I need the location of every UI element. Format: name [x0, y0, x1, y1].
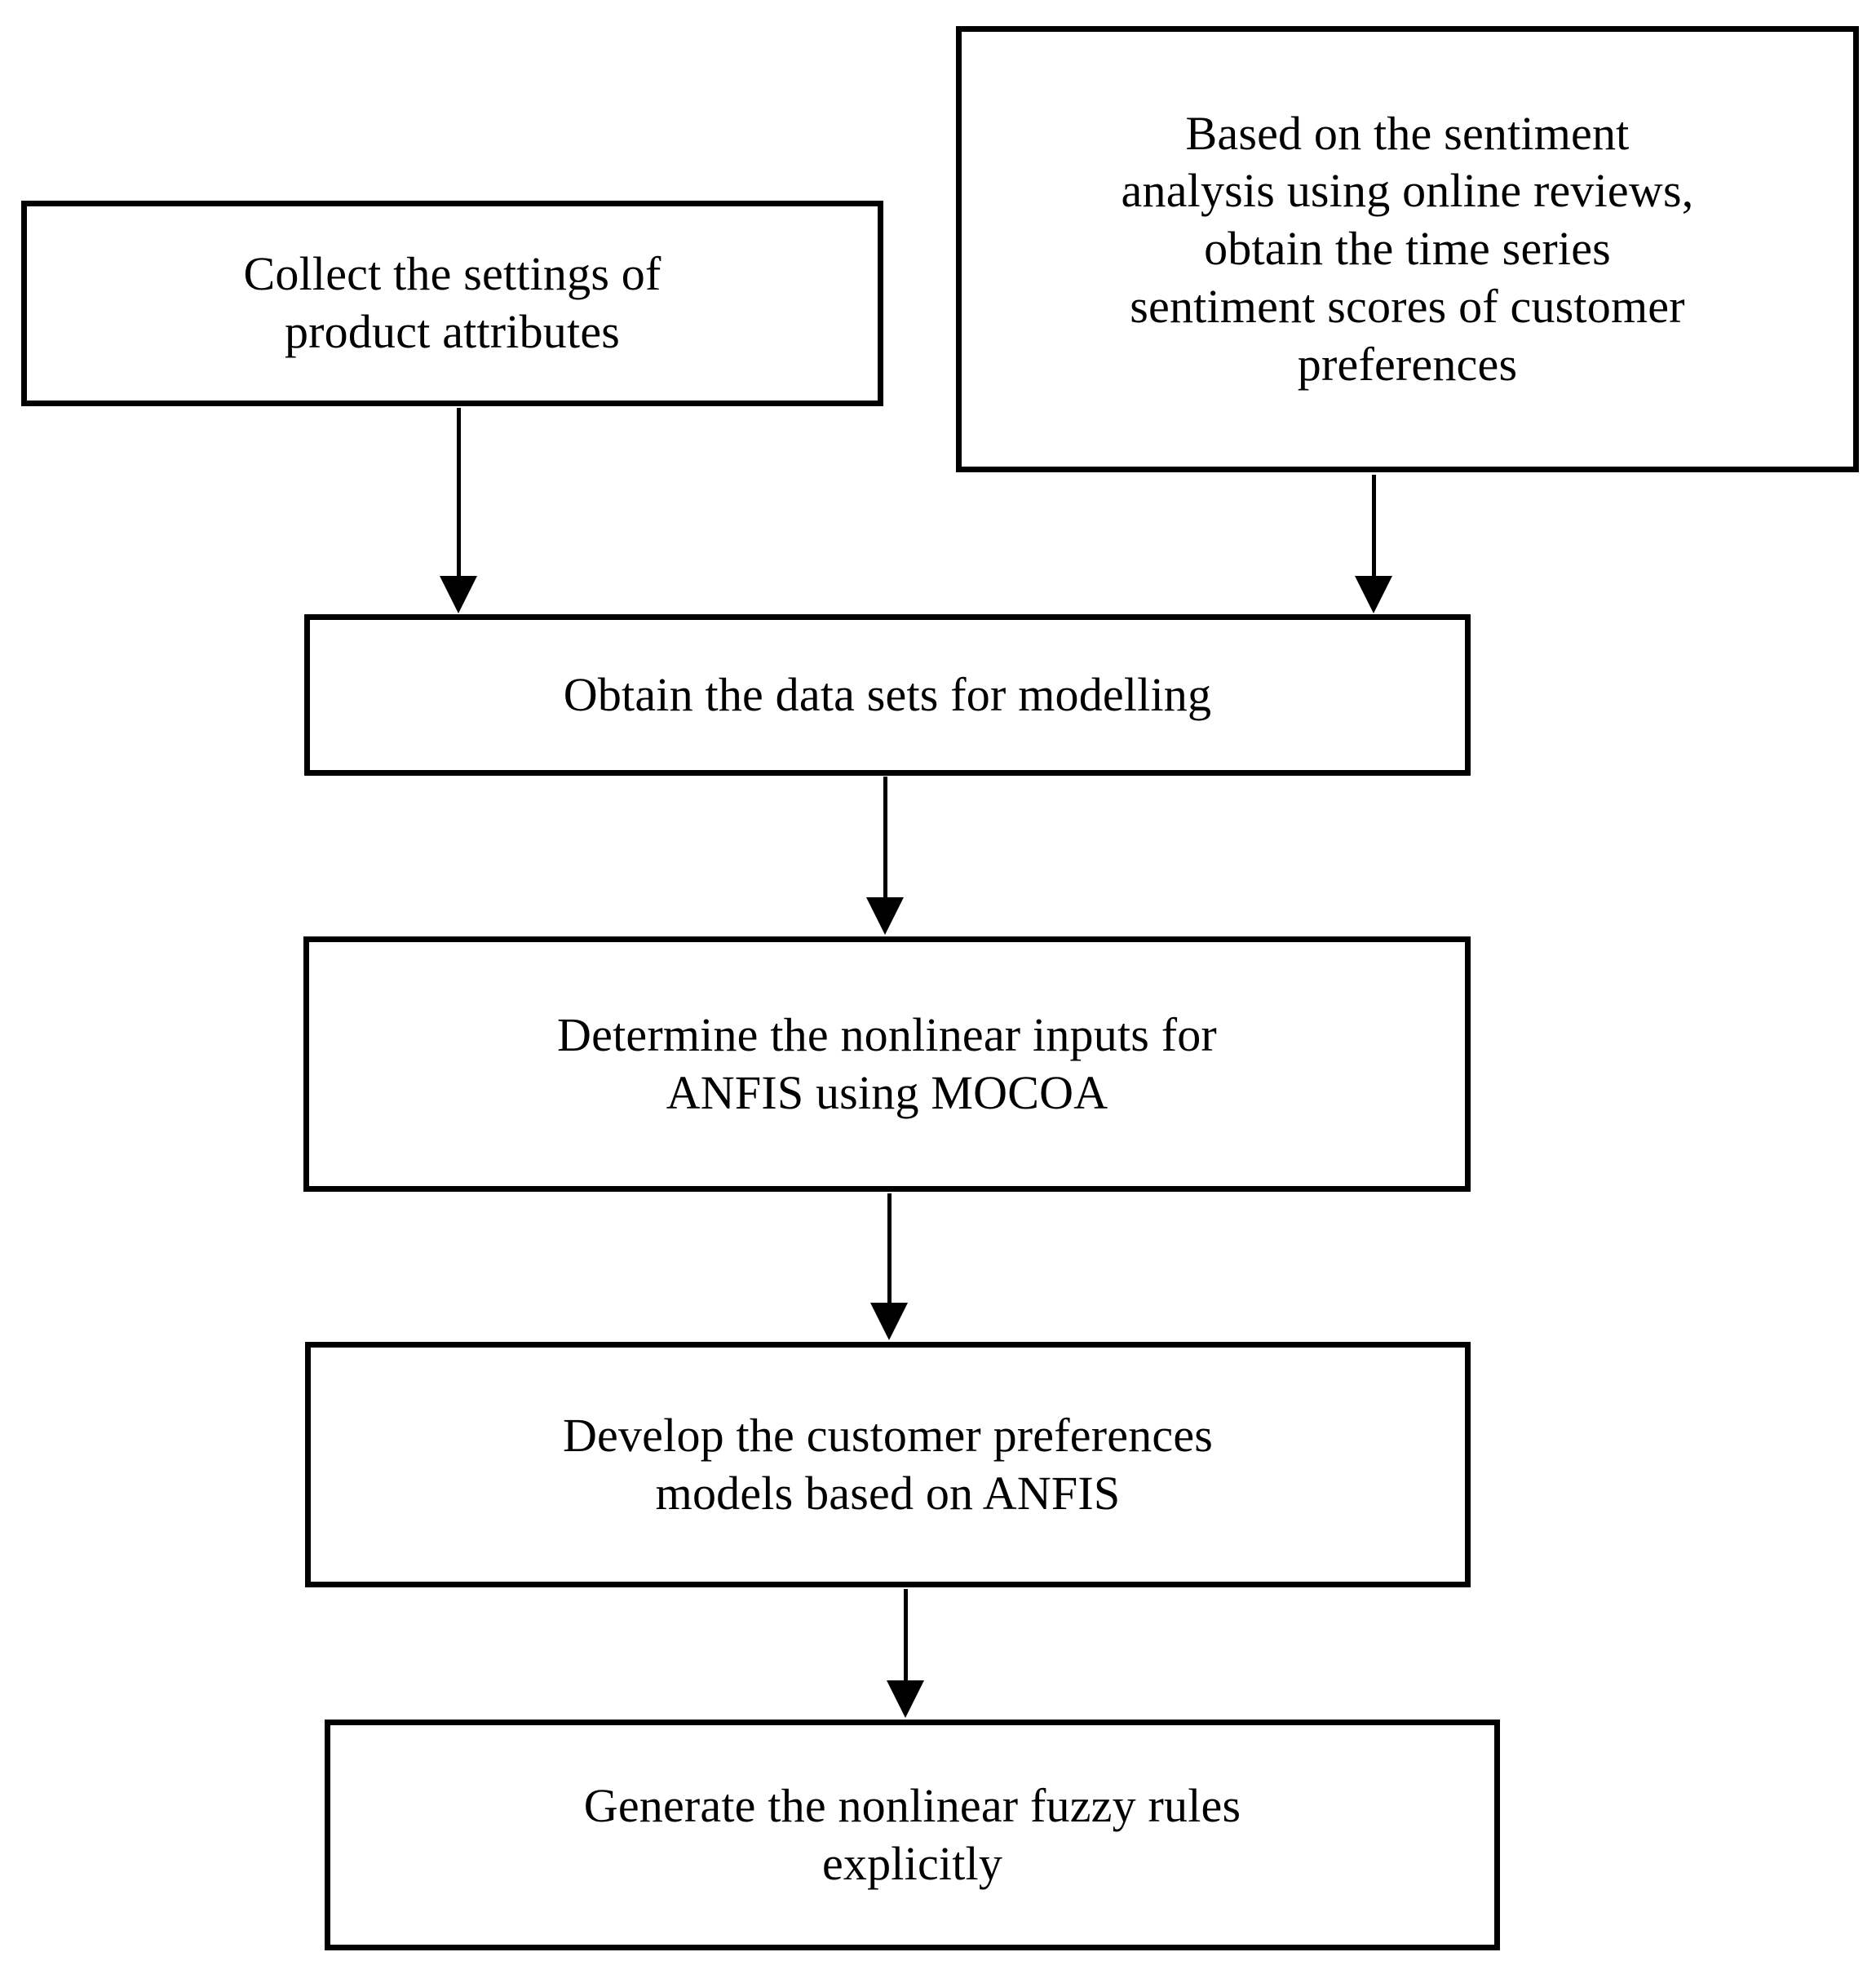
edge-line	[1372, 475, 1376, 578]
flowchart-node-develop-models[interactable]: Develop the customer preferences models …	[305, 1342, 1471, 1587]
arrowhead-down-icon	[870, 1303, 908, 1340]
flowchart-node-label: Collect the settings of product attribut…	[243, 247, 661, 358]
flowchart-node-obtain-datasets[interactable]: Obtain the data sets for modelling	[304, 614, 1471, 776]
flowchart-node-generate-rules[interactable]: Generate the nonlinear fuzzy rules expli…	[325, 1720, 1500, 1950]
arrowhead-down-icon	[1355, 576, 1392, 613]
edge-line	[887, 1193, 892, 1304]
edge-line	[883, 777, 887, 899]
flowchart-node-label: Develop the customer preferences models …	[562, 1408, 1214, 1520]
flowchart-node-label: Based on the sentiment analysis using on…	[1121, 106, 1694, 391]
flowchart-node-label: Generate the nonlinear fuzzy rules expli…	[583, 1778, 1241, 1890]
flowchart-node-determine-inputs[interactable]: Determine the nonlinear inputs for ANFIS…	[303, 936, 1471, 1192]
edge-line	[457, 408, 461, 578]
flowchart-node-collect-attributes[interactable]: Collect the settings of product attribut…	[21, 201, 883, 406]
flowchart-node-label: Determine the nonlinear inputs for ANFIS…	[557, 1007, 1217, 1119]
arrowhead-down-icon	[887, 1680, 924, 1718]
arrowhead-down-icon	[866, 897, 904, 935]
flowchart-node-label: Obtain the data sets for modelling	[563, 667, 1212, 721]
flowchart-node-sentiment-scores[interactable]: Based on the sentiment analysis using on…	[956, 26, 1859, 472]
edge-line	[904, 1589, 908, 1682]
arrowhead-down-icon	[440, 576, 477, 613]
